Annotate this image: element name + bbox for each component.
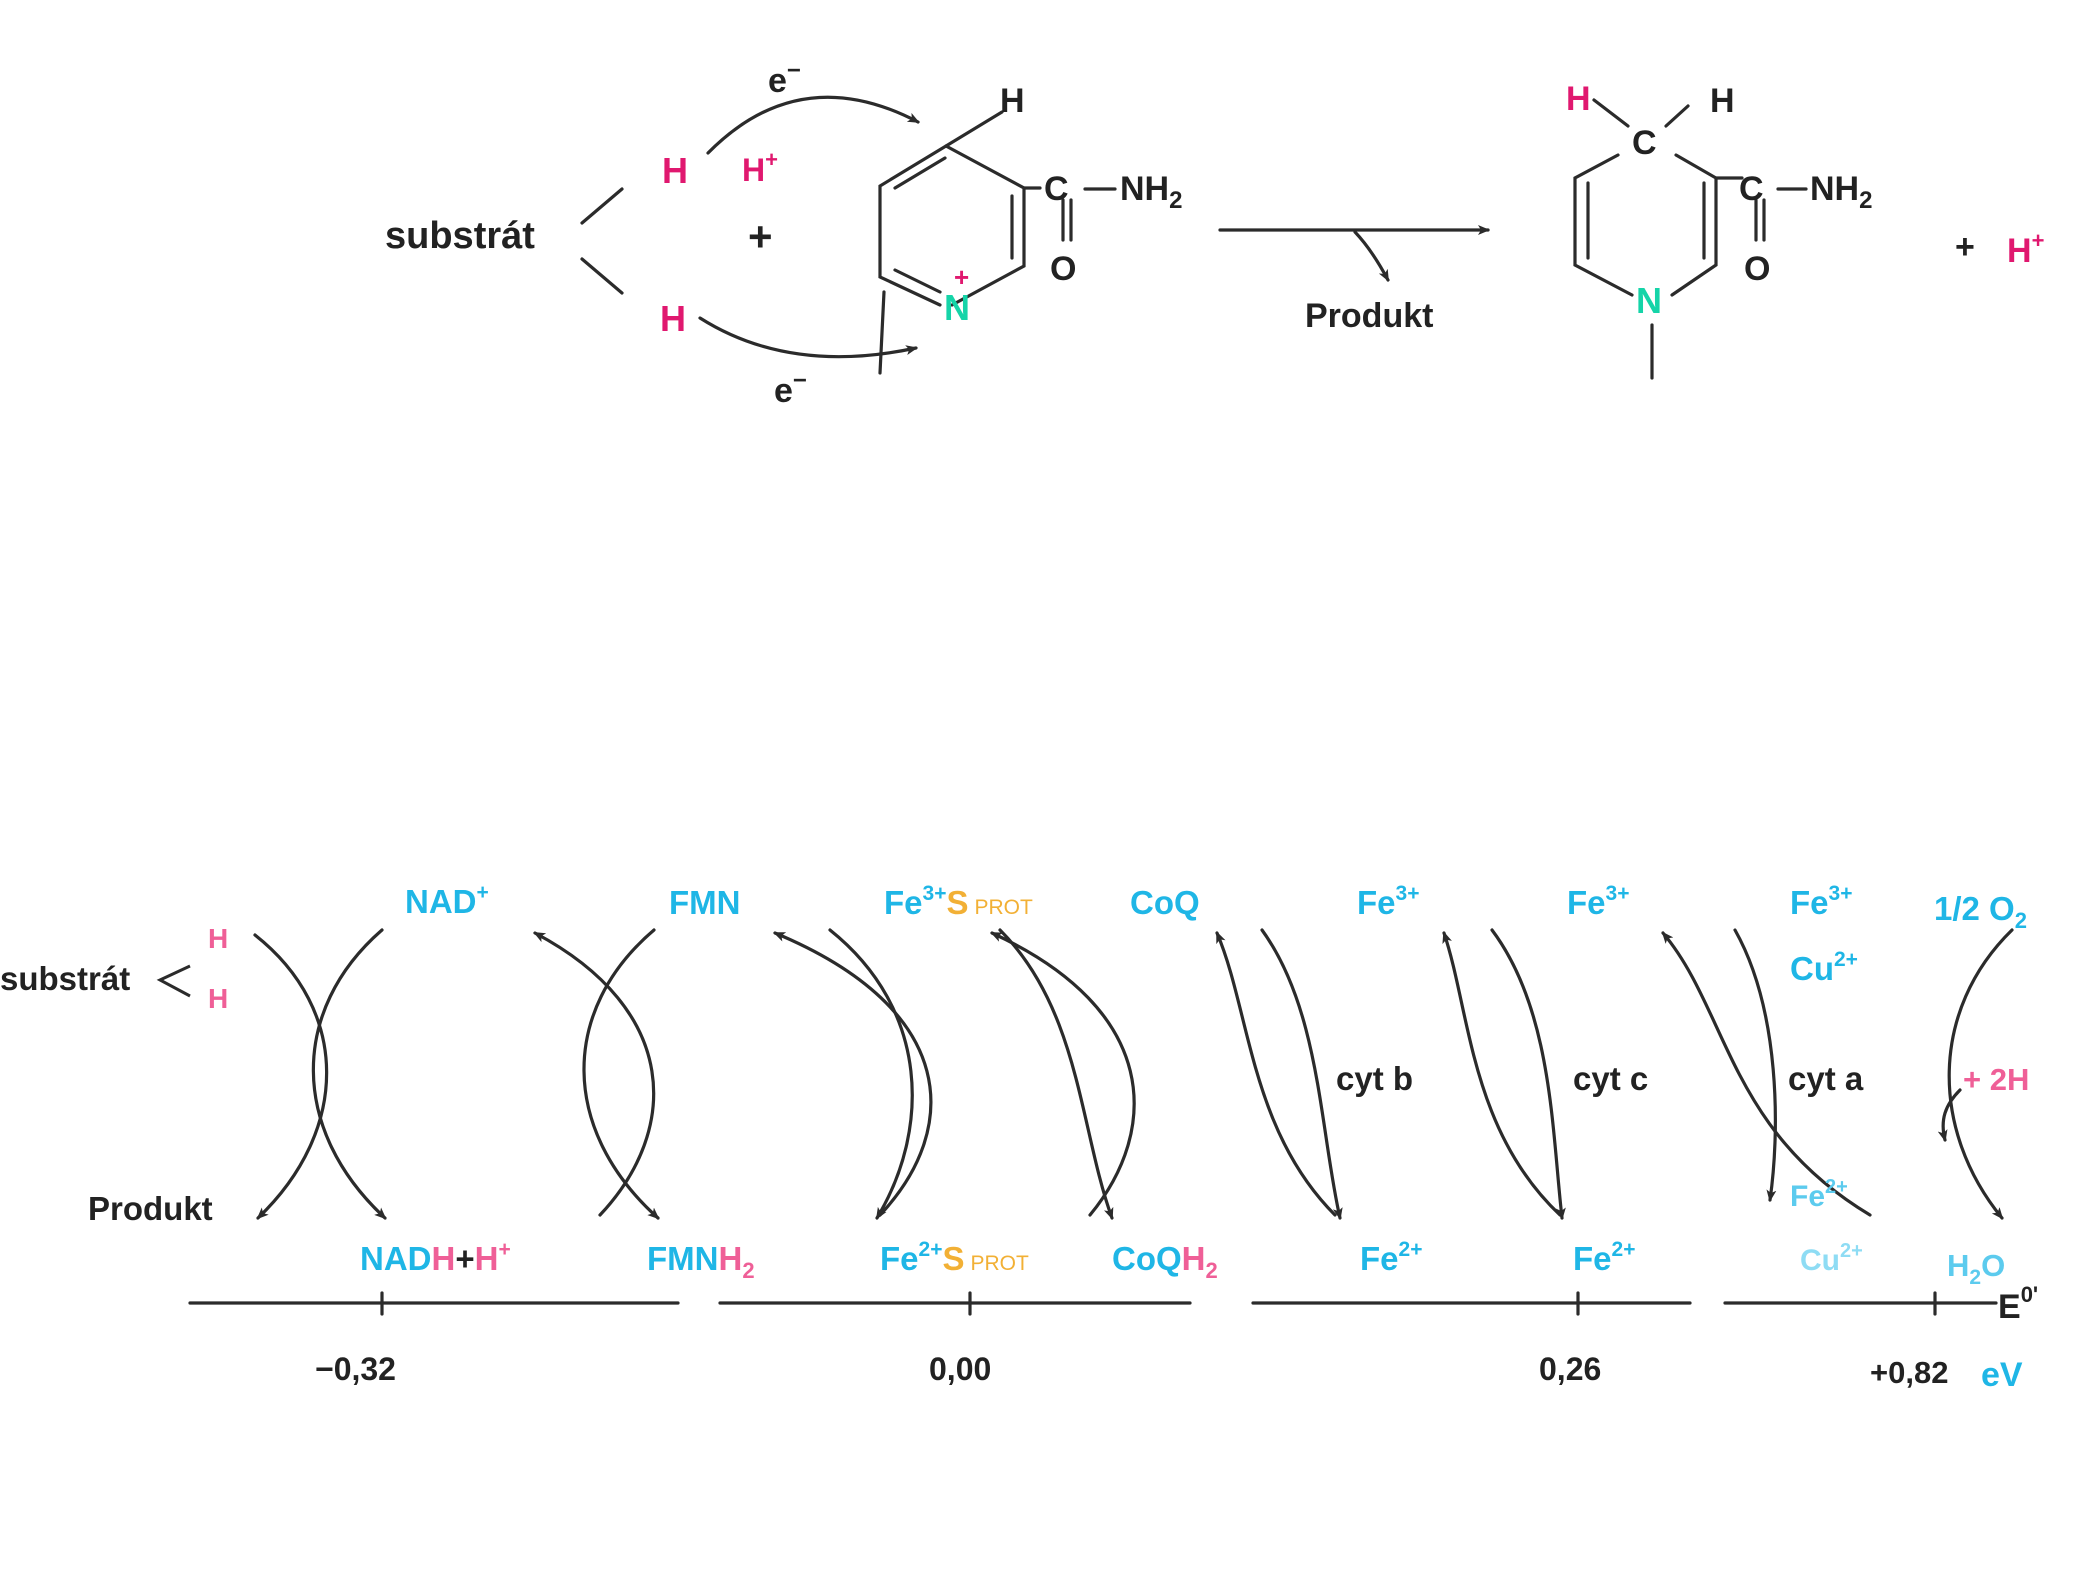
coqh2-reduced: CoQH2 <box>1112 1240 1218 1283</box>
nadh-reduced-ring <box>1573 98 1808 380</box>
chain-substrate-h-bottom: H <box>208 983 228 1014</box>
chain-substrate-h-top: H <box>208 923 228 954</box>
plus-2h-label: + 2H <box>1963 1062 2029 1097</box>
chain-arrows <box>253 928 2014 1220</box>
nadh-amide-nh2: NH2 <box>1810 170 1872 214</box>
nad-ring-charge: + <box>954 262 969 292</box>
axis-unit: eV <box>1981 1356 2023 1394</box>
proton-label: H+ <box>742 147 778 188</box>
nadh-reduced: NADH+H+ <box>360 1238 511 1277</box>
cytb-fe2: Fe2+ <box>1360 1238 1422 1277</box>
cyta-label: cyt a <box>1788 1060 1864 1097</box>
nad-h4-label: H <box>1000 82 1025 120</box>
substrate-bracket-bottom <box>580 257 624 295</box>
chain-substrate-bracket <box>156 964 191 998</box>
nadh-h4-left: H <box>1566 80 1591 118</box>
nadh-c4: C <box>1632 124 1657 162</box>
substrate-label: substrát <box>385 215 535 257</box>
cytc-label: cyt c <box>1573 1060 1648 1097</box>
coq-oxidized: CoQ <box>1130 884 1200 921</box>
electron-top: e− <box>768 57 801 100</box>
c4-h-bond <box>944 110 1004 148</box>
nad-reduction-reaction: substrát H H+ + H e− e− H C NH2 O N + <box>385 57 2044 410</box>
cyta-fe2: Fe2+ <box>1790 1176 1848 1213</box>
oxygen: 1/2 O2 <box>1934 890 2027 933</box>
hydrogen-top: H <box>662 150 688 191</box>
electron-arrow-bottom <box>698 316 918 359</box>
fmnh2-reduced: FMNH2 <box>647 1240 755 1283</box>
cyta-cu2: Cu2+ <box>1790 948 1858 987</box>
electron-arrow-top <box>706 95 920 155</box>
electron-bottom: e− <box>774 367 807 410</box>
nad-ring-nitrogen: N <box>944 287 970 328</box>
axis-tick-label-1: −0,32 <box>315 1351 396 1387</box>
nad-amide-nh2: NH2 <box>1120 170 1182 214</box>
plus-sign: + <box>748 213 773 260</box>
cytb-label: cyt b <box>1336 1060 1413 1097</box>
axis-label: E0' <box>1998 1282 2038 1326</box>
axis-tick-label-3: 0,26 <box>1539 1351 1601 1387</box>
chain-product-label: Produkt <box>88 1190 213 1227</box>
nad-oxidized-ring <box>878 110 1117 375</box>
nad-oxidized: NAD+ <box>405 881 489 920</box>
fmn-oxidized: FMN <box>669 884 740 921</box>
nadh-amide-o: O <box>1744 250 1770 288</box>
cytc-fe3: Fe3+ <box>1567 882 1629 921</box>
nadh-h4-right: H <box>1710 82 1735 120</box>
respiratory-chain: substrát H H Produkt NAD+ FMN <box>0 881 2029 1289</box>
product-release-arrow <box>1353 230 1390 282</box>
substrate-bracket-top <box>580 187 624 225</box>
chain-substrate-label: substrát <box>0 960 130 997</box>
axis-tick-label-4: +0,82 <box>1870 1355 1948 1390</box>
nadh-amide-c: C <box>1739 170 1764 208</box>
plus-sign-end: + <box>1955 228 1975 266</box>
nad-amide-c: C <box>1044 170 1069 208</box>
axis-tick-label-2: 0,00 <box>929 1351 991 1387</box>
cytc-fe2: Fe2+ <box>1573 1238 1635 1277</box>
nadh-ring-nitrogen: N <box>1636 280 1662 321</box>
proton-end: H+ <box>2007 228 2044 270</box>
cyta-cu1: Cu2+ <box>1800 1240 1863 1277</box>
hydrogen-bottom: H <box>660 298 686 339</box>
nad-amide-o: O <box>1050 250 1076 288</box>
water: H2O <box>1947 1248 2005 1289</box>
cytb-fe3: Fe3+ <box>1357 882 1419 921</box>
redox-potential-axis: E0' −0,32 0,00 0,26 +0,82 eV <box>188 1282 2038 1394</box>
cyta-fe3: Fe3+ <box>1790 882 1852 921</box>
product-label-top: Produkt <box>1305 297 1433 335</box>
